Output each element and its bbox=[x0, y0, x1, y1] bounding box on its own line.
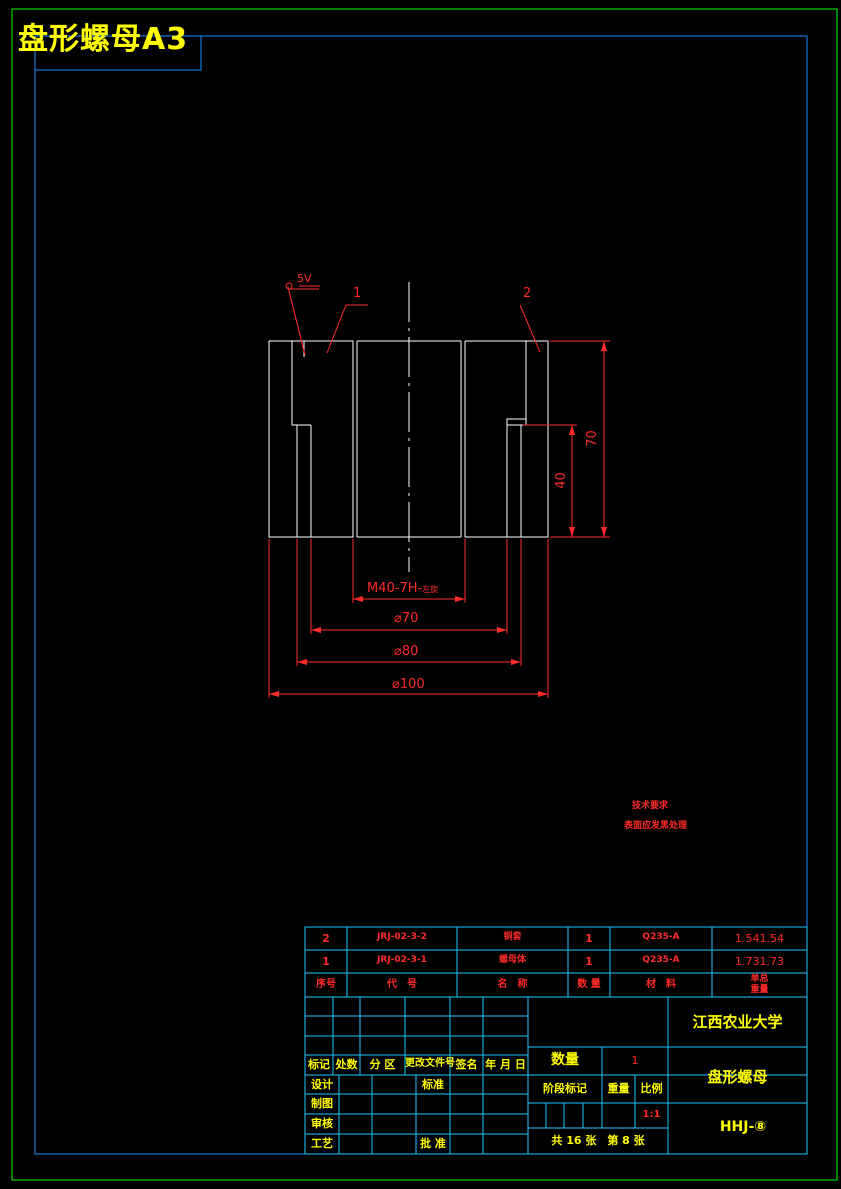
sheet-count: 共 16 张 第 8 张 bbox=[551, 1134, 645, 1147]
qty-value: 1 bbox=[631, 1054, 639, 1067]
drawing-number: HHJ-⑧ bbox=[719, 1119, 767, 1135]
parts-row2-name: 铜套 bbox=[503, 932, 522, 942]
rev-col-sign: 签名 bbox=[455, 1058, 478, 1071]
review-label: 审核 bbox=[311, 1117, 333, 1130]
parts-header-material: 材 料 bbox=[646, 979, 676, 990]
weight-label: 重量 bbox=[607, 1082, 630, 1095]
approve-label: 批 准 bbox=[420, 1137, 446, 1150]
qty-label: 数量 bbox=[551, 1052, 579, 1068]
parts-row2-weight: 1.541.54 bbox=[735, 932, 784, 945]
parts-row1-weight: 1.731.73 bbox=[735, 955, 784, 968]
arrowheads bbox=[269, 341, 607, 697]
parts-row1-code: JRJ-02-3-1 bbox=[377, 955, 427, 965]
drafting-label: 制图 bbox=[311, 1097, 333, 1110]
tech-notes-line1: 表面应发黑处理 bbox=[624, 821, 688, 831]
standard-label: 标准 bbox=[422, 1078, 444, 1091]
scale-label: 比例 bbox=[640, 1082, 663, 1095]
parts-row1-name: 螺母体 bbox=[498, 955, 526, 965]
dim-height-total: 70 bbox=[584, 430, 600, 447]
tech-notes-title: 技术要求 bbox=[632, 801, 669, 811]
parts-row2-code: JRJ-02-3-2 bbox=[377, 932, 427, 942]
surface-finish-mark: 5V bbox=[297, 272, 312, 285]
parts-header-qty: 数 量 bbox=[577, 979, 601, 990]
table-lines bbox=[304, 926, 808, 1155]
dim-thread-text: M40-7H- bbox=[367, 581, 423, 596]
dim-d70: ⌀70 bbox=[394, 611, 419, 626]
rev-col-date: 年 月 日 bbox=[485, 1058, 526, 1071]
balloon-2: 2 bbox=[523, 286, 532, 301]
design-label: 设计 bbox=[311, 1078, 333, 1091]
rev-col-zone: 分 区 bbox=[369, 1058, 396, 1071]
parts-row2-material: Q235-A bbox=[642, 932, 680, 942]
dim-lines bbox=[268, 340, 610, 698]
parts-row1-material: Q235-A bbox=[642, 955, 680, 965]
balloon-1: 1 bbox=[353, 286, 362, 301]
dim-height-step: 40 bbox=[553, 472, 569, 489]
parts-header-name: 名 称 bbox=[497, 979, 528, 990]
process-label: 工艺 bbox=[311, 1137, 333, 1150]
parts-header-seq: 序号 bbox=[316, 979, 336, 990]
parts-header-code: 代 号 bbox=[387, 979, 417, 990]
parts-header-weight-bottom: 重量 bbox=[750, 985, 769, 995]
part-outline bbox=[268, 340, 549, 538]
dim-d100: ⌀100 bbox=[392, 677, 425, 692]
dim-d80: ⌀80 bbox=[394, 644, 419, 659]
scale-value: 1:1 bbox=[642, 1109, 661, 1120]
rev-col-count: 处数 bbox=[335, 1058, 358, 1071]
title-label-box bbox=[35, 36, 202, 71]
rev-col-mark: 标记 bbox=[308, 1058, 330, 1071]
leaders bbox=[285, 282, 541, 356]
parts-row2-seq: 2 bbox=[322, 932, 330, 945]
dim-thread: M40-7H-左旋 bbox=[367, 582, 438, 595]
parts-row1-seq: 1 bbox=[322, 955, 330, 968]
sheet-title: 盘形螺母A3 bbox=[18, 22, 189, 57]
part-name: 盘形螺母 bbox=[707, 1068, 768, 1086]
stage-mark-label: 阶段标记 bbox=[543, 1082, 587, 1095]
dim-thread-suffix: 左旋 bbox=[422, 585, 439, 594]
parts-row1-qty: 1 bbox=[585, 955, 593, 968]
rev-col-docno: 更改文件号 bbox=[405, 1058, 455, 1069]
parts-row2-qty: 1 bbox=[585, 932, 593, 945]
school-name: 江西农业大学 bbox=[692, 1013, 783, 1031]
parts-header-weight-top: 单总 bbox=[750, 974, 769, 984]
outer-border bbox=[11, 8, 838, 1181]
